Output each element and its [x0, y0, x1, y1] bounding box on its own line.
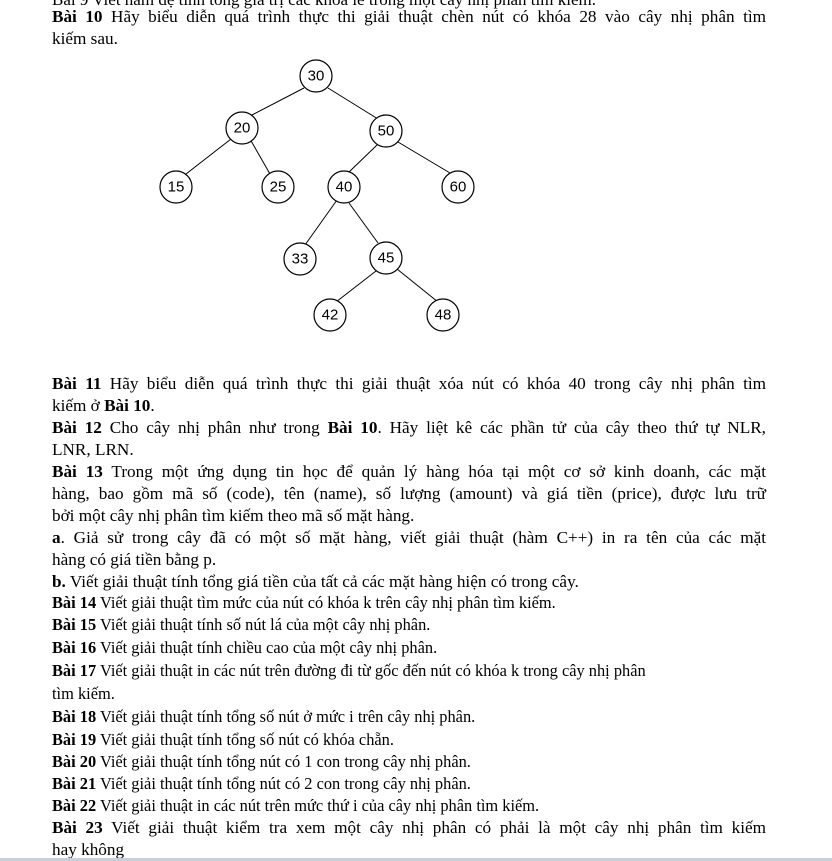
b12-label: Bài 12: [52, 418, 102, 437]
b14-label: Bài 14: [52, 593, 97, 612]
b17-line-1: Bài 17 Viết giải thuật in các nút trên đ…: [52, 661, 766, 681]
node-15-label: 15: [168, 179, 185, 196]
b12-line-1: Bài 12 Cho cây nhị phân như trong Bài 10…: [52, 418, 766, 438]
node-42-label: 42: [322, 307, 339, 324]
b11-text-1: Hãy biểu diễn quá trình thực thi giải th…: [101, 374, 766, 393]
b13-a-text-1: . Giả sử trong cây đã có một số mặt hàng…: [60, 528, 766, 547]
b11-text-2c: .: [150, 396, 155, 415]
b12-text-1c: . Hãy liệt kê các phần tử của cây theo t…: [377, 418, 766, 437]
b13-a-line-1: a. Giả sử trong cây đã có một số mặt hàn…: [52, 528, 766, 548]
b10-line-2: kiếm sau.: [52, 29, 118, 48]
node-60: 60: [441, 170, 475, 204]
node-50-label: 50: [378, 123, 395, 140]
b22-label: Bài 22: [52, 796, 97, 815]
binary-search-tree-diagram: 30 20 50 15 25 40 60 33: [159, 59, 475, 332]
b15-text: Viết giải thuật tính số nút lá của một c…: [96, 615, 431, 634]
edge-30-50: [327, 87, 379, 120]
b11-ref-b10: Bài 10: [104, 396, 151, 415]
b13-line-1: Bài 13 Trong một ứng dụng tin học để quả…: [52, 462, 766, 482]
b13-a-label: a: [52, 528, 61, 547]
b20-line: Bài 20 Viết giải thuật tính tổng nút có …: [52, 752, 766, 772]
b16-text: Viết giải thuật tính chiều cao của một c…: [96, 638, 438, 657]
b20-label: Bài 20: [52, 752, 97, 771]
edge-30-20: [249, 87, 305, 117]
b18-label: Bài 18: [52, 707, 97, 726]
b21-label: Bài 21: [52, 774, 97, 793]
b21-text: Viết giải thuật tính tổng nút có 2 con t…: [96, 774, 471, 793]
page-bottom-border: [0, 858, 832, 861]
node-30: 30: [299, 59, 333, 93]
edge-45-42: [335, 270, 377, 303]
b14-line: Bài 14 Viết giải thuật tìm mức của nút c…: [52, 593, 766, 613]
b23-line-2: hay không: [52, 840, 125, 859]
b11-label: Bài 11: [52, 374, 102, 393]
b17-text-1: Viết giải thuật in các nút trên đường đi…: [96, 661, 646, 680]
b10-label: Bài 10: [52, 7, 103, 26]
edge-20-25: [249, 138, 271, 175]
b12-ref-b10: Bài 10: [327, 418, 378, 437]
b16-label: Bài 16: [52, 638, 97, 657]
b22-text: Viết giải thuật in các nút trên mức thứ …: [96, 796, 540, 815]
edge-40-45: [348, 202, 379, 244]
cut-off-previous-line: Bài 9 Viết hàm đệ tính tổng giá trị các …: [52, 0, 772, 11]
node-45: 45: [369, 241, 403, 275]
node-20: 20: [225, 111, 259, 145]
b13-b-label: b.: [52, 572, 66, 591]
b10-line-1: Bài 10 Hãy biểu diễn quá trình thực thi …: [52, 7, 766, 27]
edge-20-15: [185, 138, 232, 175]
b19-text: Viết giải thuật tính tổng số nút có khóa…: [96, 730, 394, 749]
edge-50-60: [397, 141, 451, 174]
b13-a-line-2: hàng có giá tiền bằng p.: [52, 550, 217, 569]
edge-45-48: [396, 268, 439, 303]
node-33: 33: [283, 242, 317, 276]
node-25: 25: [261, 170, 295, 204]
b13-text-1: Trong một ứng dụng tin học để quản lý hà…: [102, 462, 766, 481]
edge-40-33: [304, 199, 338, 246]
b16-line: Bài 16 Viết giải thuật tính chiều cao củ…: [52, 638, 766, 658]
b15-line: Bài 15 Viết giải thuật tính số nút lá củ…: [52, 615, 766, 635]
node-42: 42: [313, 298, 347, 332]
node-30-label: 30: [308, 68, 325, 85]
edge-50-40: [347, 144, 378, 174]
b15-label: Bài 15: [52, 615, 97, 634]
b22-line: Bài 22 Viết giải thuật in các nút trên m…: [52, 796, 766, 816]
b23-line-1: Bài 23 Viết giải thuật kiểm tra xem một …: [52, 818, 766, 838]
b13-label: Bài 13: [52, 462, 103, 481]
b12-line-2: LNR, LRN.: [52, 440, 134, 459]
node-15: 15: [159, 170, 193, 204]
b10-text-1: Hãy biểu diễn quá trình thực thi giải th…: [102, 7, 766, 26]
b18-text: Viết giải thuật tính tổng số nút ở mức i…: [96, 707, 476, 726]
b17-line-2: tìm kiếm.: [52, 684, 115, 703]
node-48: 48: [426, 298, 460, 332]
b19-label: Bài 19: [52, 730, 97, 749]
b18-line: Bài 18 Viết giải thuật tính tổng số nút …: [52, 707, 766, 727]
node-33-label: 33: [292, 251, 309, 268]
b13-b-line-1: b. Viết giải thuật tính tổng giá tiền củ…: [52, 572, 766, 592]
b11-line-2: kiếm ở Bài 10.: [52, 396, 766, 416]
node-20-label: 20: [234, 120, 251, 137]
b11-line-1: Bài 11 Hãy biểu diễn quá trình thực thi …: [52, 374, 766, 394]
b19-line: Bài 19 Viết giải thuật tính tổng số nút …: [52, 730, 766, 750]
b20-text: Viết giải thuật tính tổng nút có 1 con t…: [96, 752, 471, 771]
b11-text-2a: kiếm ở: [52, 396, 105, 415]
node-40: 40: [327, 170, 361, 204]
b13-b-text-1: Viết giải thuật tính tổng giá tiền của t…: [65, 572, 579, 591]
b13-line-2: hàng, bao gồm mã số (code), tên (name), …: [52, 484, 766, 503]
node-50: 50: [369, 114, 403, 148]
b12-text-1a: Cho cây nhị phân như trong: [101, 418, 328, 437]
b14-text: Viết giải thuật tìm mức của nút có khóa …: [96, 593, 556, 612]
node-45-label: 45: [378, 250, 395, 267]
b13-line-3: bởi một cây nhị phân tìm kiếm theo mã số…: [52, 506, 415, 525]
node-48-label: 48: [435, 307, 452, 324]
node-25-label: 25: [270, 179, 287, 196]
node-60-label: 60: [450, 179, 467, 196]
b23-text-1: Viết giải thuật kiểm tra xem một cây nhị…: [102, 818, 766, 837]
b17-label: Bài 17: [52, 661, 97, 680]
node-40-label: 40: [336, 179, 353, 196]
b21-line: Bài 21 Viết giải thuật tính tổng nút có …: [52, 774, 766, 794]
b23-label: Bài 23: [52, 818, 103, 837]
